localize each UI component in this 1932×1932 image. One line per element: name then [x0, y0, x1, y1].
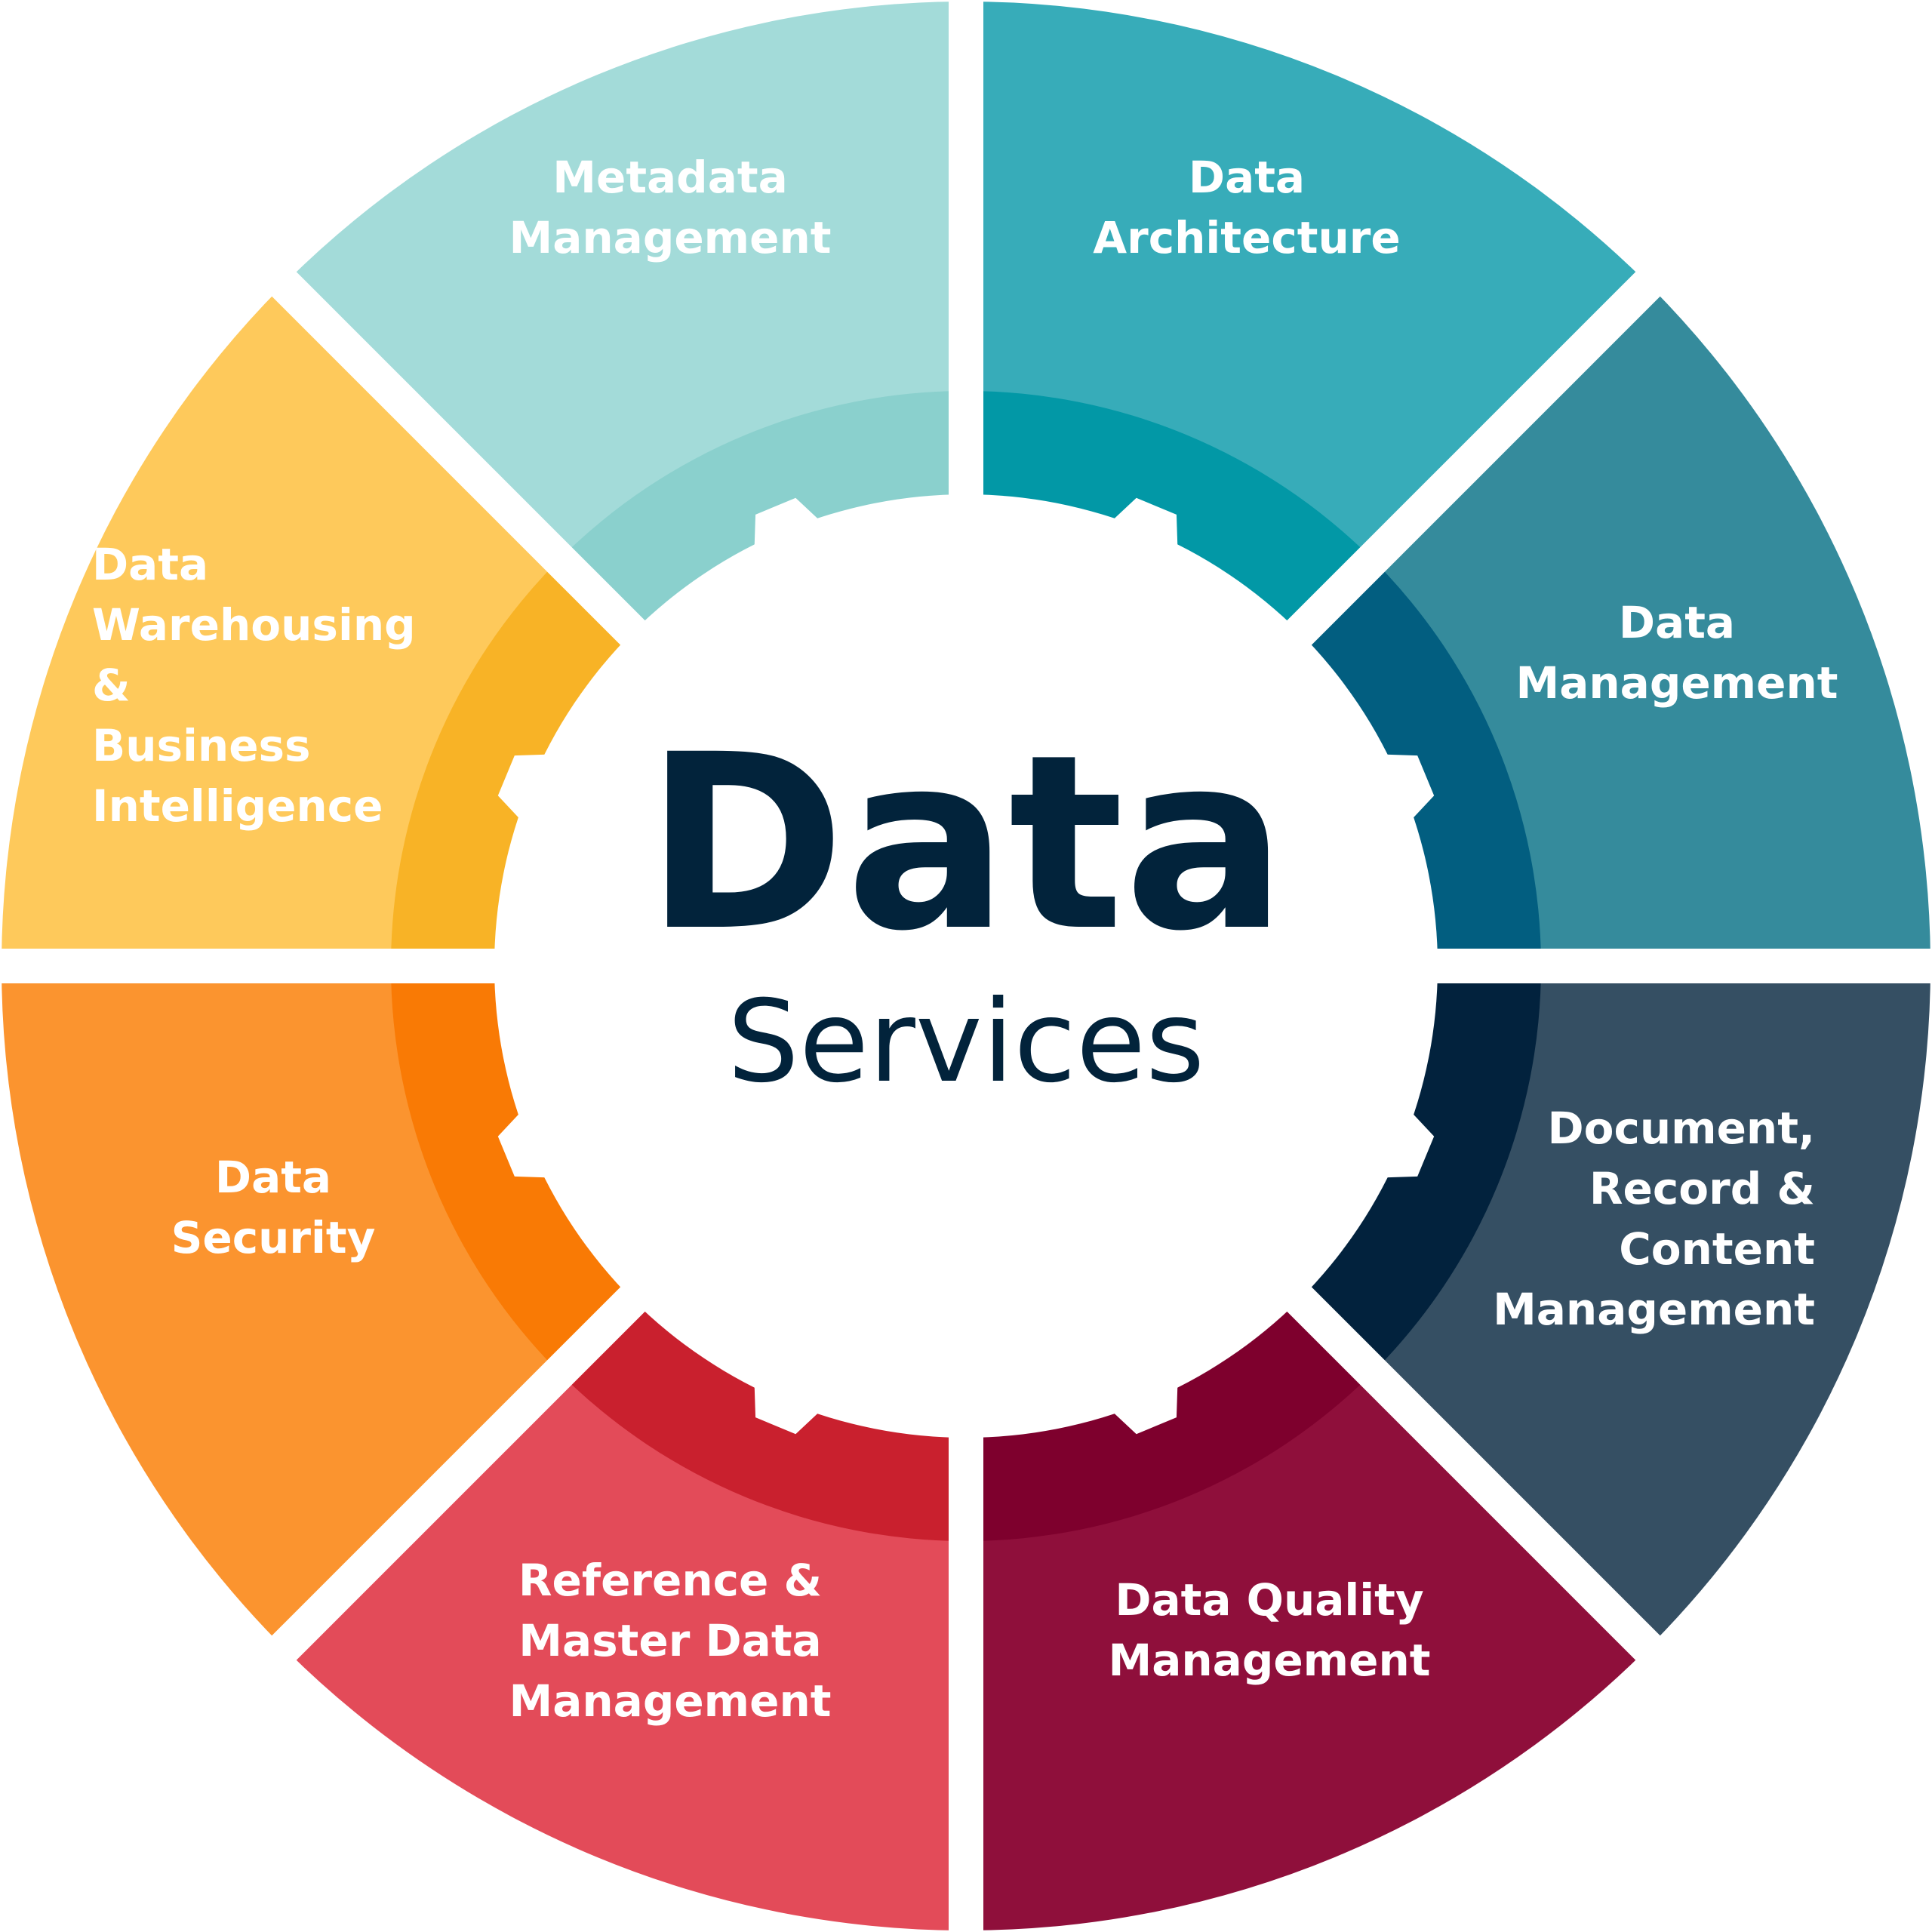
segment-label-line: Metadata: [552, 152, 787, 203]
center-circle: [494, 494, 1438, 1438]
center-hub: Data Services: [494, 494, 1438, 1438]
segment-label-line: Data: [215, 1152, 331, 1203]
segment-divider: [1263, 1263, 1666, 1666]
segment-label-line: Reference &: [518, 1555, 822, 1606]
segment-label-line: Record &: [1589, 1163, 1815, 1214]
segment-label-line: Management: [509, 1675, 832, 1727]
segment-outer-metadata-management: [284, 2, 967, 561]
segment-divider: [1263, 266, 1666, 669]
segment-label-line: Content: [1619, 1223, 1815, 1275]
segment-divider: [266, 1263, 669, 1666]
segment-label-line: Warehousing: [92, 599, 416, 651]
segment-label-line: Document,: [1548, 1103, 1816, 1154]
segment-outer-data-architecture: [966, 2, 1648, 561]
segment-divider: [266, 266, 669, 669]
segment-label-line: Management: [1109, 1635, 1431, 1686]
segment-outer-data-security: [2, 966, 561, 1648]
segment-label-line: Management: [509, 212, 832, 263]
segment-label-line: Data: [1189, 152, 1305, 203]
segment-label-line: Business: [92, 720, 311, 771]
center-title: Data: [645, 703, 1287, 984]
segment-label-line: Data Quality: [1115, 1574, 1423, 1626]
segment-outer-data-management: [1371, 284, 1930, 967]
segment-label-line: Master Data: [518, 1615, 821, 1666]
segment-label-line: Management: [1516, 657, 1838, 709]
segment-label-line: Data: [92, 539, 208, 590]
segment-outer-document-record-content-management: [1371, 966, 1930, 1648]
segment-label-line: Architecture: [1093, 212, 1400, 263]
segment-label-line: Security: [171, 1212, 376, 1263]
segment-label-line: Intelligence: [92, 780, 383, 832]
segment-label-line: &: [92, 660, 131, 711]
segment-label-line: Management: [1493, 1284, 1815, 1335]
segment-outer-reference-master-data-management: [284, 1371, 967, 1930]
segment-outer-data-warehousing-business-intelligence: [2, 284, 561, 967]
segment-label-line: Data: [1619, 597, 1735, 648]
center-subtitle: Services: [728, 977, 1205, 1108]
segment-outer-data-quality-management: [966, 1371, 1648, 1930]
